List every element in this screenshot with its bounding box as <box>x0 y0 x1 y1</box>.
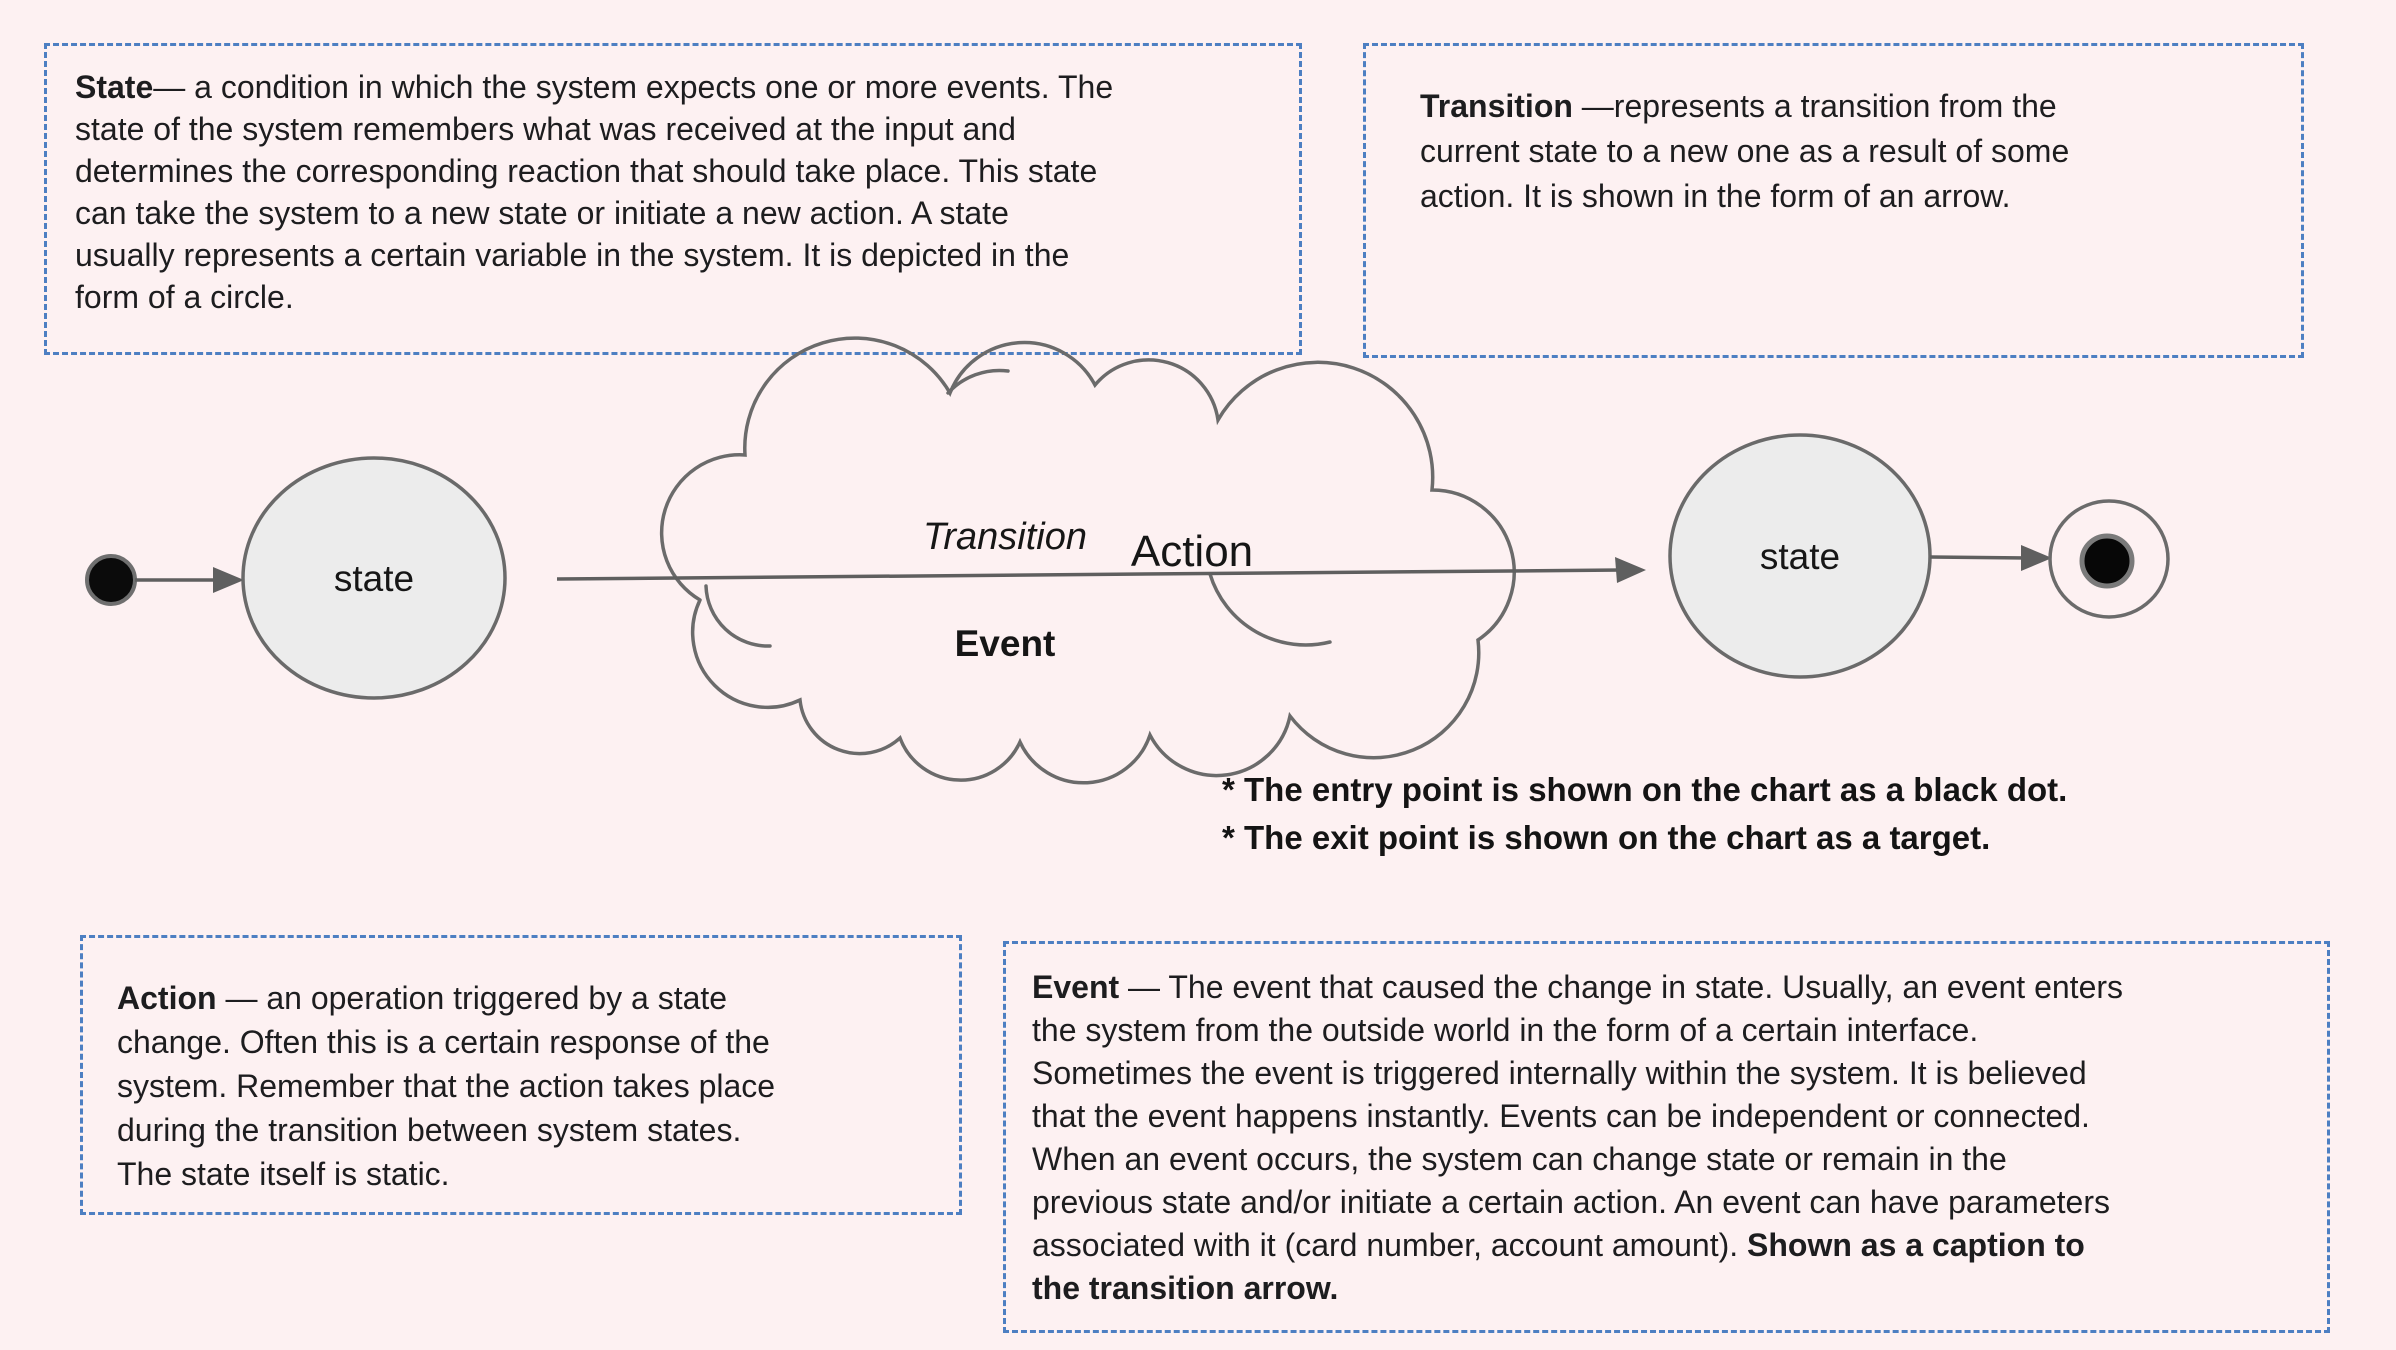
state-line-4: usually represents a certain variable in… <box>75 237 1070 273</box>
action-line-3: during the transition between system sta… <box>117 1112 742 1148</box>
action-line-0: — an operation triggered by a state <box>216 980 728 1016</box>
exit-arrow-head <box>2021 545 2052 571</box>
action-term: Action <box>117 980 217 1016</box>
entry-arrow-head <box>213 567 244 593</box>
state-line-2: determines the corresponding reaction th… <box>75 153 1098 189</box>
state-line-1: state of the system remembers what was r… <box>75 111 1016 147</box>
state-node-right <box>1668 433 1932 679</box>
state-definition-text: State— a condition in which the system e… <box>75 66 1289 318</box>
diagram-notes: * The entry point is shown on the chart … <box>1222 766 2067 862</box>
action-line-2: system. Remember that the action takes p… <box>117 1068 776 1104</box>
transition-line-0: —represents a transition from the <box>1572 88 2057 124</box>
cloud-overlap-stroke-left <box>704 584 772 648</box>
action-line-4: The state itself is static. <box>117 1156 450 1192</box>
event-line-3: that the event happens instantly. Events… <box>1032 1098 2090 1134</box>
cloud-overlap-stroke-right <box>1208 572 1332 647</box>
event-line-0: — The event that caused the change in st… <box>1119 969 2124 1005</box>
transition-term: Transition <box>1420 88 1573 124</box>
event-line-6-normal: associated with it (card number, account… <box>1032 1227 1748 1263</box>
cloud-action-label: Action <box>1131 527 1253 576</box>
action-definition-text: Action — an operation triggered by a sta… <box>117 976 949 1196</box>
entry-point-dot <box>85 554 137 606</box>
action-definition-box: Action — an operation triggered by a sta… <box>80 935 962 1215</box>
cloud-outline <box>659 336 1516 785</box>
state-line-3: can take the system to a new state or in… <box>75 195 1009 231</box>
state-node-left <box>241 456 507 700</box>
exit-target-outer-circle <box>2048 499 2170 619</box>
cloud-overlap-stroke-top <box>946 368 1010 395</box>
transition-arrow-line <box>556 568 1623 581</box>
cloud-transition-label: Transition <box>923 516 1087 558</box>
state-node-left-label: state <box>334 558 414 599</box>
event-definition-box: Event — The event that caused the change… <box>1003 941 2330 1333</box>
exit-arrow-line <box>1929 555 2029 560</box>
event-line-6-bold: Shown as a caption to <box>1747 1227 2085 1263</box>
transition-definition-text: Transition —represents a transition from… <box>1420 84 2291 219</box>
event-line-7-bold: the transition arrow. <box>1032 1270 1339 1306</box>
event-line-5: previous state and/or initiate a certain… <box>1032 1184 2110 1220</box>
event-definition-text: Event — The event that caused the change… <box>1032 966 2317 1310</box>
state-line-5: form of a circle. <box>75 279 294 315</box>
state-definition-box: State— a condition in which the system e… <box>44 43 1302 355</box>
transition-definition-box: Transition —represents a transition from… <box>1363 43 2304 358</box>
event-line-1: the system from the outside world in the… <box>1032 1012 1979 1048</box>
transition-line-1: current state to a new one as a result o… <box>1420 133 2070 169</box>
event-line-4: When an event occurs, the system can cha… <box>1032 1141 2007 1177</box>
exit-target-inner-dot <box>2079 533 2135 589</box>
exit-point-note: * The exit point is shown on the chart a… <box>1222 819 1991 856</box>
state-line-0: — a condition in which the system expect… <box>153 69 1114 105</box>
transition-arrow-head <box>1615 557 1646 583</box>
action-line-1: change. Often this is a certain response… <box>117 1024 770 1060</box>
transition-line-2: action. It is shown in the form of an ar… <box>1420 178 2011 214</box>
entry-point-note: * The entry point is shown on the chart … <box>1222 771 2068 808</box>
event-line-2: Sometimes the event is triggered interna… <box>1032 1055 2087 1091</box>
state-term: State <box>75 69 154 105</box>
state-node-right-label: state <box>1760 536 1840 577</box>
cloud-event-label: Event <box>955 623 1056 664</box>
event-term: Event <box>1032 969 1120 1005</box>
